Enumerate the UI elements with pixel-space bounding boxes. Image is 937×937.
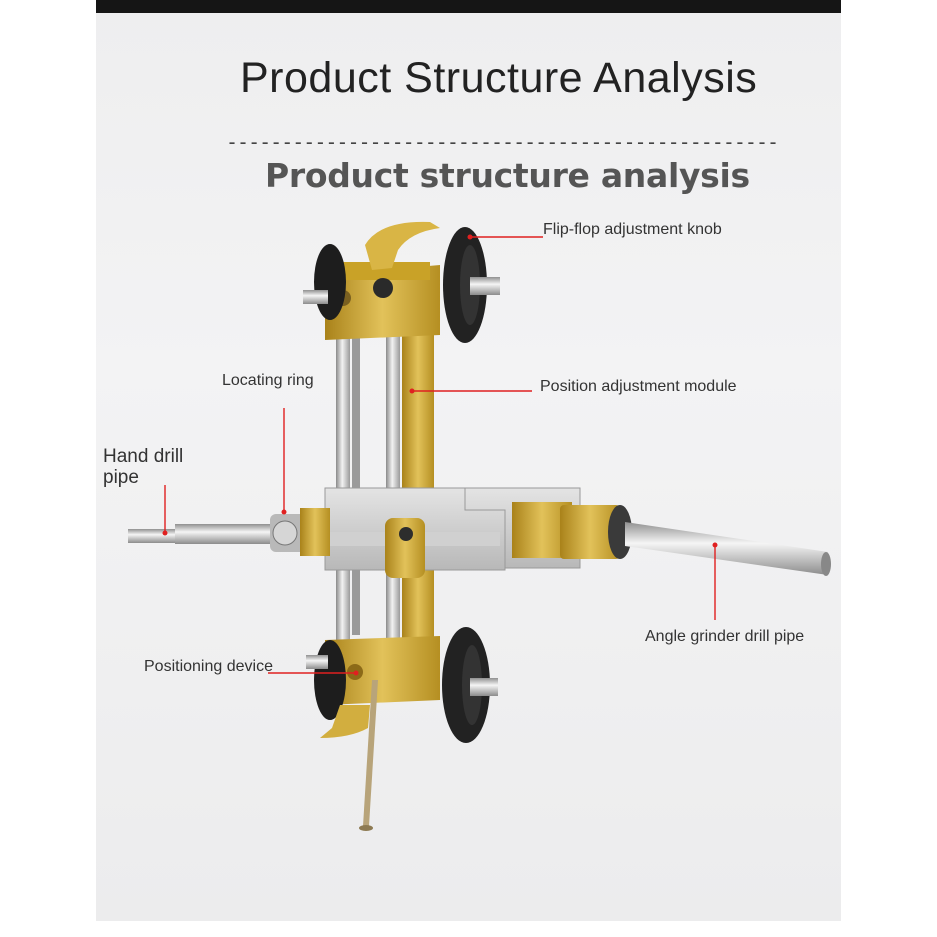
label-positioning-device: Positioning device (144, 658, 273, 675)
label-angle-grinder-pipe: Angle grinder drill pipe (645, 628, 805, 645)
title-separator: ----------------------------------------… (226, 130, 779, 154)
label-flip-flop-knob: Flip-flop adjustment knob (543, 221, 722, 238)
top-bar (96, 0, 841, 13)
gold-column (402, 300, 434, 660)
bottom-assembly (306, 627, 498, 831)
callout-dots (162, 234, 718, 676)
page-title: Product Structure Analysis (240, 54, 758, 102)
section-subtitle: Product structure analysis (265, 156, 750, 195)
label-locating-ring: Locating ring (222, 372, 314, 389)
top-assembly (303, 221, 500, 343)
image-frame (96, 0, 841, 921)
callout-lines (164, 236, 716, 674)
label-hand-drill-pipe: Hand drill pipe (103, 446, 184, 488)
hand-drill-pipe (128, 508, 330, 556)
angle-grinder-pipe (512, 502, 831, 576)
label-position-module: Position adjustment module (540, 378, 737, 395)
